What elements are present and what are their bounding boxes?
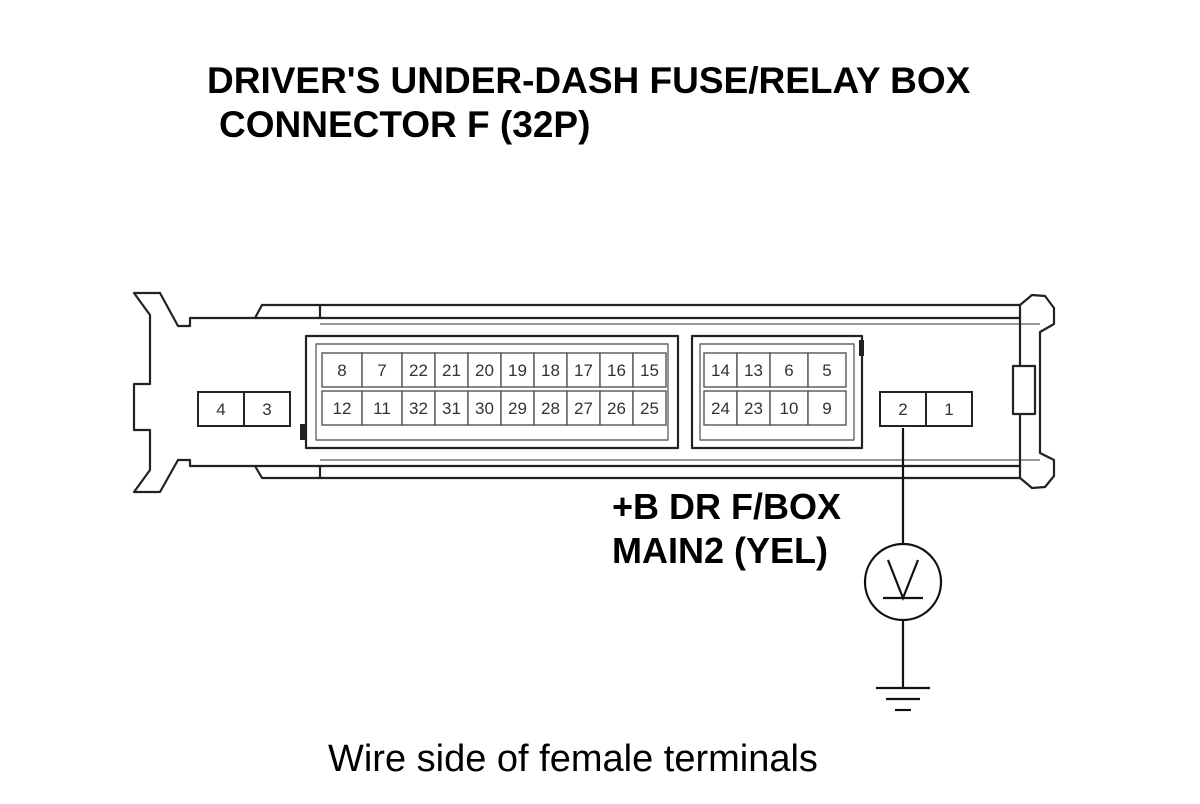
pin-label-20: 20: [475, 361, 494, 380]
pin-label-25: 25: [640, 399, 659, 418]
pin-cell-32: [401, 390, 436, 426]
pin-label-30: 30: [475, 399, 494, 418]
pin-label-2: 2: [898, 400, 907, 419]
ground-icon: [876, 686, 930, 712]
pin-label-32: 32: [409, 399, 428, 418]
test-circuit: [863, 428, 943, 712]
pin-cell-21: [434, 352, 469, 388]
pin-cell-1: [925, 391, 973, 427]
pin-label-6: 6: [784, 361, 793, 380]
pin-label-8: 8: [337, 361, 346, 380]
pin-label-15: 15: [640, 361, 659, 380]
pin-label-7: 7: [377, 361, 386, 380]
pin-cell-8: [321, 352, 363, 388]
pin-cell-10: [769, 390, 809, 426]
pin-cell-27: [566, 390, 601, 426]
diagram-caption: Wire side of female terminals: [328, 738, 818, 780]
pin-cell-15: [632, 352, 667, 388]
pin-cell-25: [632, 390, 667, 426]
pin-label-22: 22: [409, 361, 428, 380]
pin-label-28: 28: [541, 399, 560, 418]
pin-cell-7: [361, 352, 403, 388]
pin-cell-2: [879, 391, 927, 427]
pin-cell-9: [807, 390, 847, 426]
pin-label-24: 24: [711, 399, 730, 418]
pin-label-4: 4: [216, 400, 225, 419]
pin-cell-5: [807, 352, 847, 388]
pin-label-1: 1: [944, 400, 953, 419]
pin-label-21: 21: [442, 361, 461, 380]
pin-cell-18: [533, 352, 568, 388]
pin-label-29: 29: [508, 399, 527, 418]
pin-label-19: 19: [508, 361, 527, 380]
pin-label-9: 9: [822, 399, 831, 418]
pin-cell-16: [599, 352, 634, 388]
pin-label-27: 27: [574, 399, 593, 418]
pin-cell-3: [243, 391, 291, 427]
pin-label-3: 3: [262, 400, 271, 419]
pin-cell-14: [703, 352, 738, 388]
pin-label-31: 31: [442, 399, 461, 418]
pin-label-14: 14: [711, 361, 730, 380]
signal-label-line-2: MAIN2 (YEL): [612, 530, 828, 571]
pin-label-26: 26: [607, 399, 626, 418]
pin-cell-22: [401, 352, 436, 388]
pin-cell-17: [566, 352, 601, 388]
diagram-title-line-1: DRIVER'S UNDER-DASH FUSE/RELAY BOX: [207, 60, 971, 101]
signal-label-line-1: +B DR F/BOX: [612, 486, 842, 527]
pin-label-16: 16: [607, 361, 626, 380]
pin-label-13: 13: [744, 361, 763, 380]
pin-label-10: 10: [780, 399, 799, 418]
diagram-title-line-2: CONNECTOR F (32P): [219, 104, 591, 145]
pin-label-11: 11: [373, 399, 391, 418]
pin-cell-11: [361, 390, 403, 426]
pin-label-23: 23: [744, 399, 763, 418]
pin-cell-6: [769, 352, 809, 388]
voltmeter-icon: [863, 542, 943, 622]
pin-label-17: 17: [574, 361, 593, 380]
pin-cell-28: [533, 390, 568, 426]
pin-label-12: 12: [333, 399, 352, 418]
pin-label-18: 18: [541, 361, 560, 380]
pin-cell-24: [703, 390, 738, 426]
pin-label-5: 5: [822, 361, 831, 380]
pin-cell-19: [500, 352, 535, 388]
